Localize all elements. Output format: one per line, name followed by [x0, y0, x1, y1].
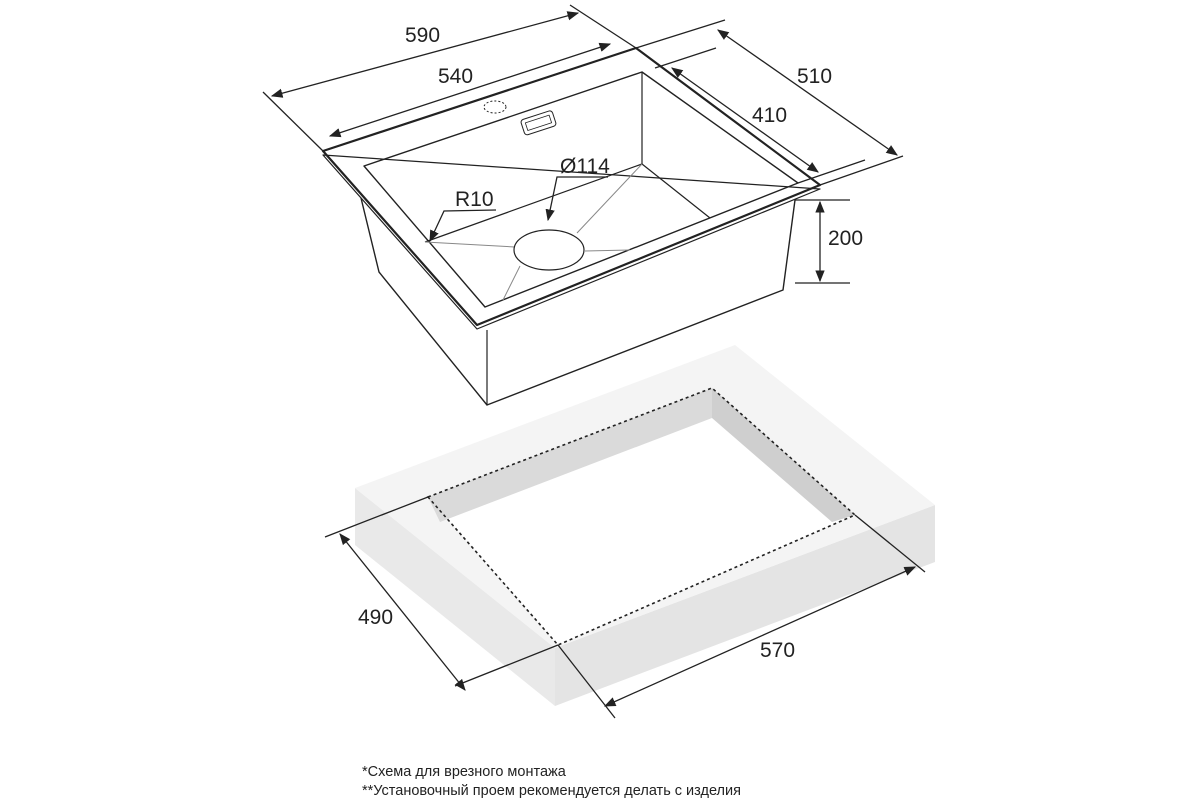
cutout-back-wall: [428, 388, 712, 522]
footnotes: *Схема для врезного монтажа **Установочн…: [362, 763, 741, 801]
sink: [321, 46, 822, 406]
overall-width-label: 590: [405, 24, 440, 47]
cutout-depth-label: 490: [358, 606, 393, 629]
bowl-height-label: 200: [828, 227, 863, 250]
cutout-side-wall: [712, 388, 855, 522]
drain-diameter-label: Ø114: [560, 155, 610, 178]
bowl-width-label: 540: [438, 65, 473, 88]
corner-radius-label: R10: [455, 188, 494, 211]
cutout-width-label: 570: [760, 639, 795, 662]
bowl-depth-label: 410: [752, 104, 787, 127]
drain-hole: [513, 229, 585, 271]
footnote-mounting: *Схема для врезного монтажа: [362, 764, 566, 780]
dimension-cutout: [324, 496, 926, 719]
overall-depth-label: 510: [797, 65, 832, 88]
footnote-cutout: **Установочный проем рекомендуется делат…: [362, 783, 741, 799]
countertop-slab: [355, 345, 935, 706]
dimension-lines-sink: [262, 4, 904, 284]
